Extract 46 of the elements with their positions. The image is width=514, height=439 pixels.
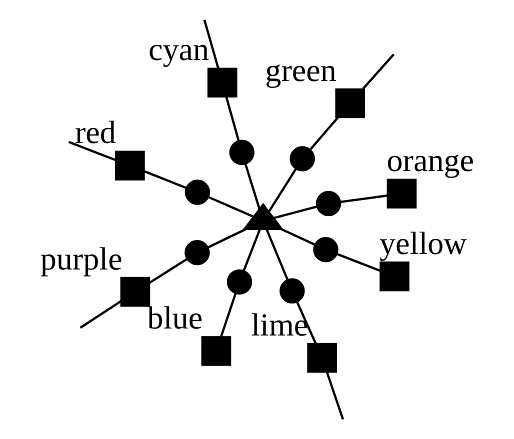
connector: [242, 228, 261, 272]
connector: [208, 196, 254, 218]
connector: [326, 371, 344, 420]
node-circle: [226, 269, 252, 295]
node-box: [201, 336, 232, 366]
node-circle: [184, 180, 210, 205]
node-label: red: [75, 114, 116, 150]
connector: [296, 302, 317, 344]
connector: [220, 292, 237, 338]
connector: [280, 228, 316, 246]
connector: [268, 168, 297, 212]
connector: [340, 194, 388, 204]
connector: [266, 229, 288, 280]
connector: [68, 140, 116, 162]
node-label: blue: [147, 300, 203, 336]
node-label: cyan: [148, 31, 210, 68]
connector: [203, 19, 220, 69]
connector: [80, 300, 122, 329]
node-box: [207, 68, 238, 98]
node-box: [115, 150, 145, 181]
node-box: [307, 342, 338, 373]
node-circle: [316, 190, 342, 216]
node-circle: [290, 146, 315, 172]
connector: [273, 206, 318, 220]
node-box: [120, 276, 150, 307]
connector: [144, 170, 187, 189]
node-label: purple: [40, 240, 122, 276]
node-triangle: [242, 202, 284, 230]
node-label: orange: [386, 142, 474, 178]
node-label: green: [265, 52, 336, 88]
node-box: [386, 178, 417, 209]
node-label: lime: [251, 306, 308, 342]
node-box: [380, 261, 410, 292]
connector: [336, 252, 381, 272]
node-circle: [280, 278, 305, 304]
node-circle: [313, 237, 338, 262]
node-circle: [184, 240, 210, 266]
node-box: [335, 88, 366, 118]
connector: [310, 116, 339, 150]
connector: [208, 228, 246, 248]
node-circle: [229, 140, 254, 166]
node-label: yellow: [379, 224, 467, 261]
connector: [225, 96, 240, 142]
connector: [244, 164, 261, 210]
connector: [362, 54, 395, 90]
connector: [149, 258, 188, 284]
